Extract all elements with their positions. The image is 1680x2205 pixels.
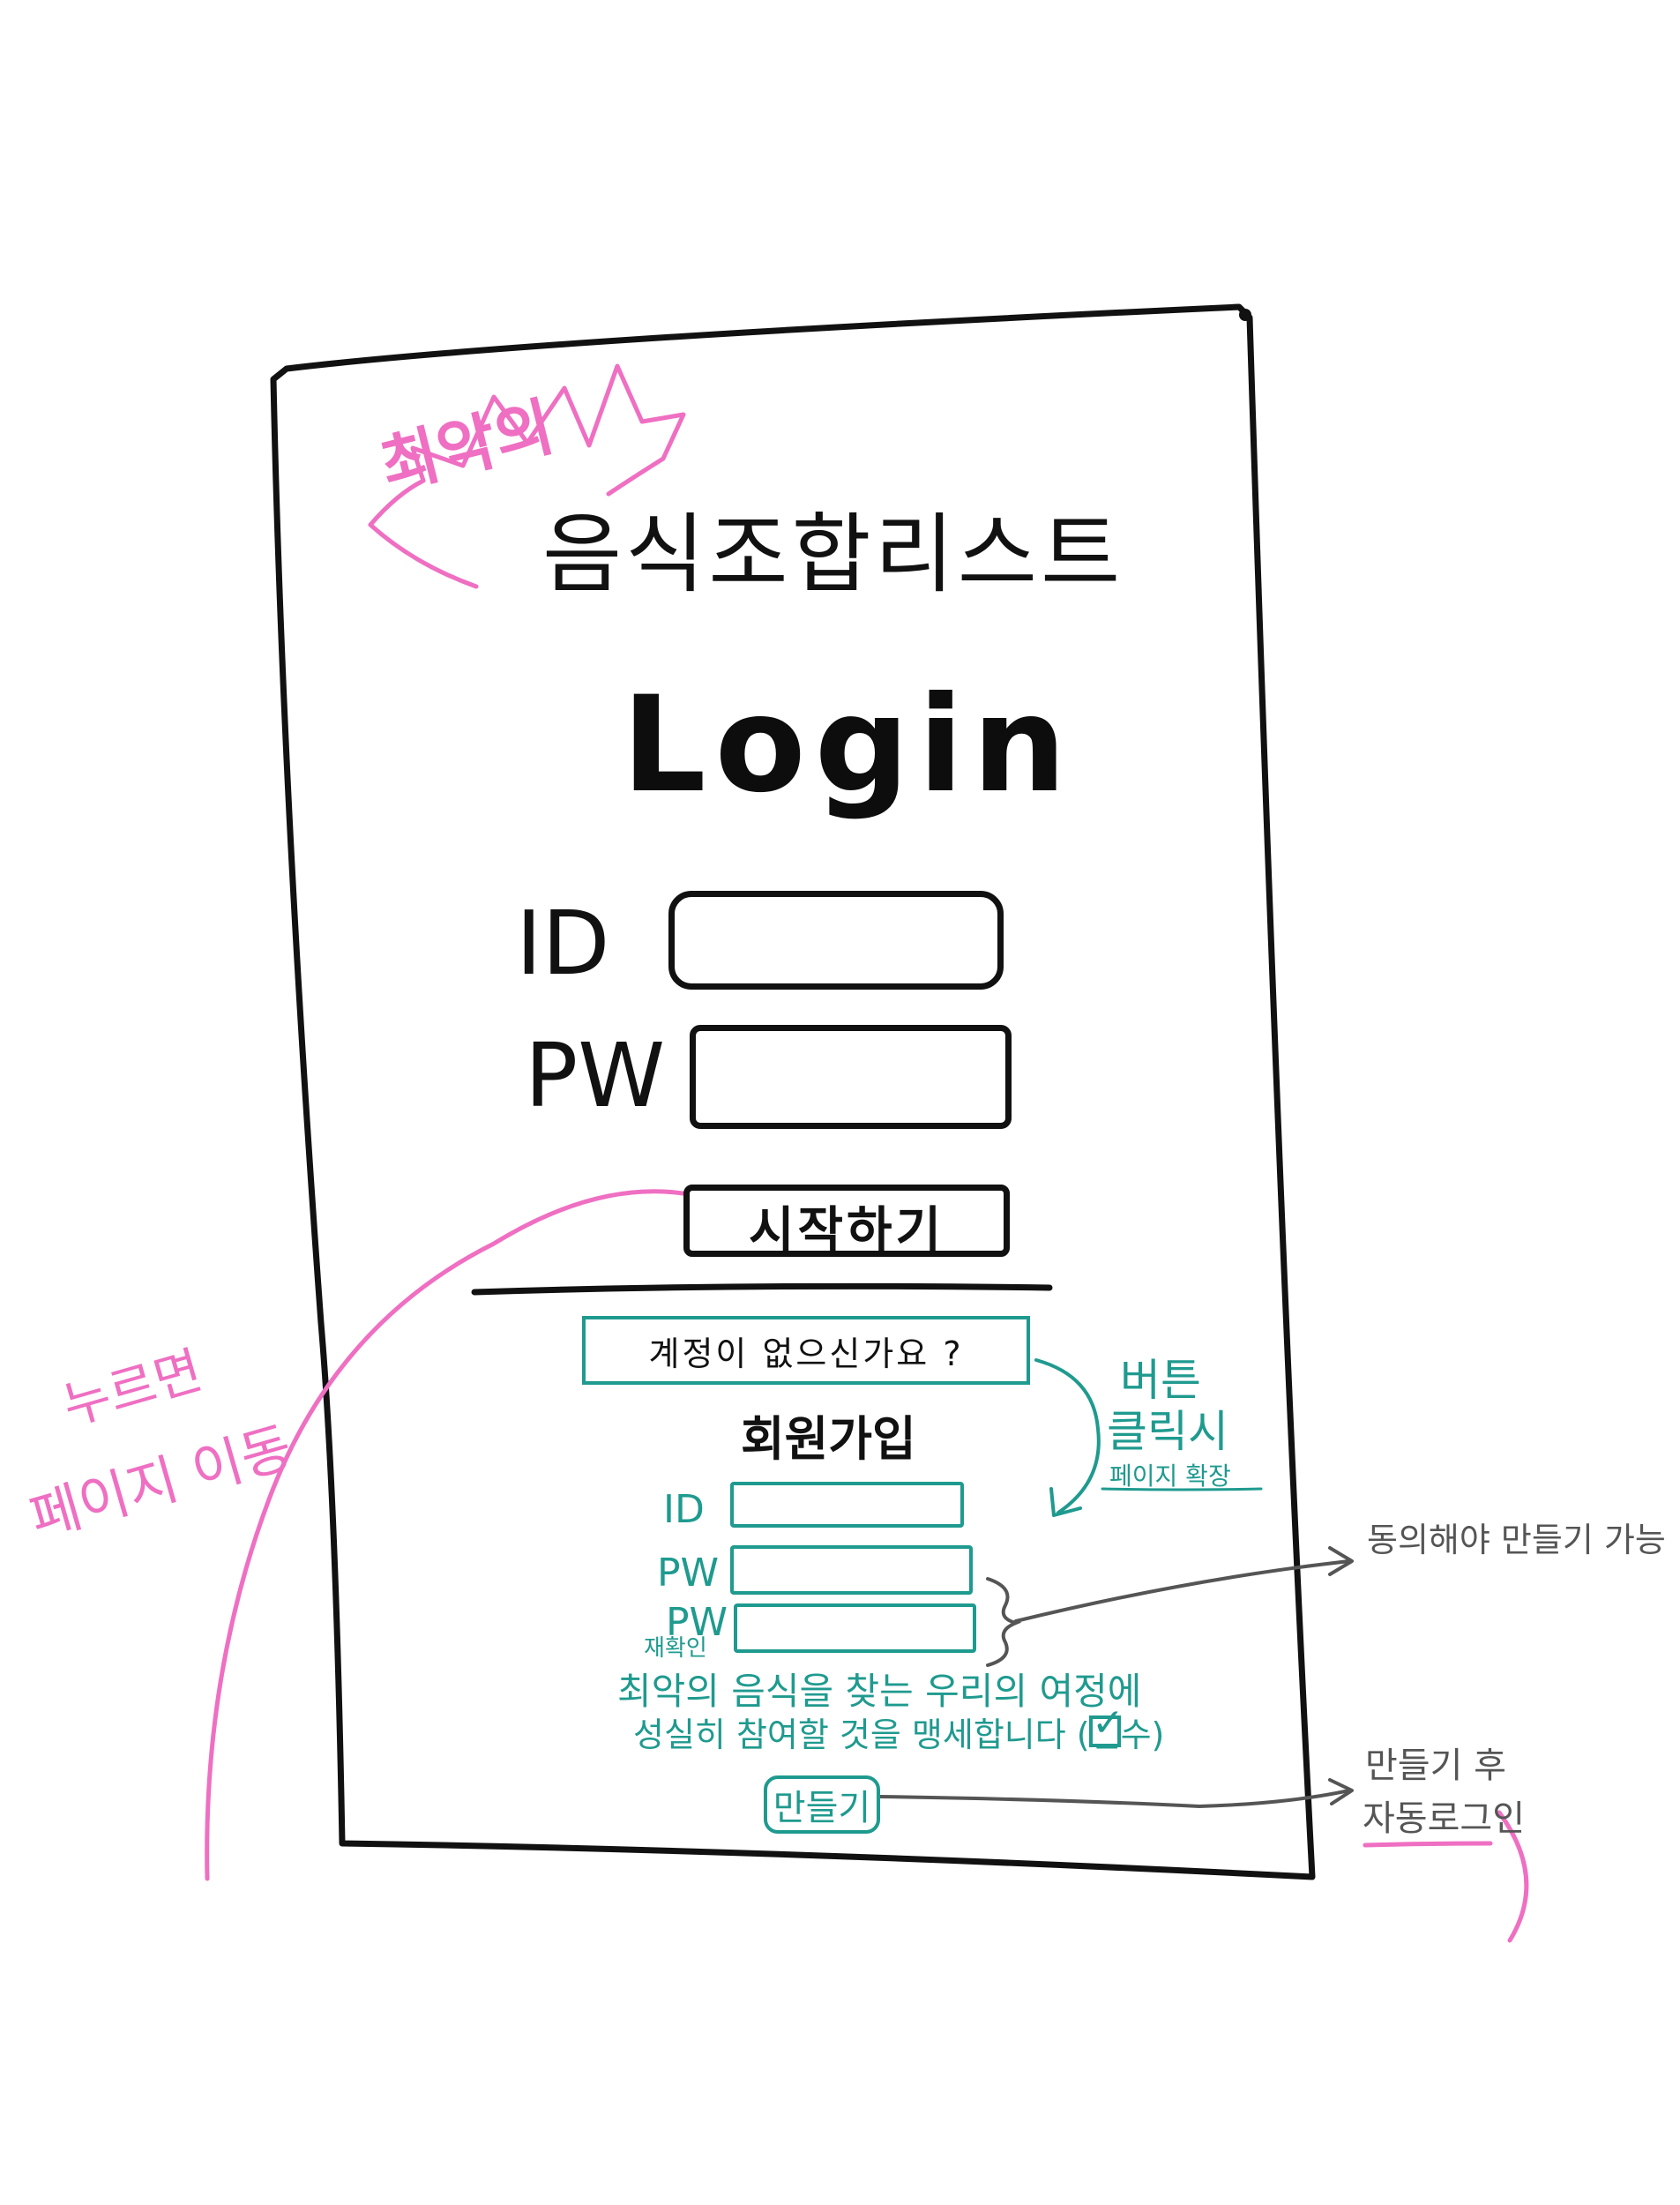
checkmark-icon: ✓ bbox=[1092, 1700, 1124, 1745]
badge-burst bbox=[368, 363, 686, 527]
pw-brace bbox=[986, 1577, 1022, 1667]
annotation-expand-line2: 클릭시 bbox=[1107, 1406, 1228, 1457]
agreement-checkbox[interactable] bbox=[1089, 1715, 1121, 1747]
signup-pw-confirm-label: PW bbox=[666, 1600, 728, 1645]
divider-line bbox=[471, 1282, 1053, 1296]
login-title: Login bbox=[622, 669, 1076, 822]
signup-pw-confirm-sublabel: 재확인 bbox=[644, 1635, 707, 1662]
frame-corner-dot bbox=[1239, 309, 1251, 321]
expand-arrow-head bbox=[1049, 1487, 1082, 1517]
pw-label: PW bbox=[525, 1024, 666, 1127]
auto-login-underline bbox=[1363, 1841, 1493, 1848]
start-annotation-arrow bbox=[205, 1189, 708, 1881]
agreement-line-2: 성실히 참여할 것을 맹세합니다 (필수) bbox=[633, 1715, 1165, 1754]
annotation-expand-line1: 버튼 bbox=[1120, 1355, 1201, 1406]
agreement-line-1: 최악의 음식을 찾는 우리의 여정에 bbox=[617, 1670, 1142, 1713]
signup-id-input[interactable] bbox=[730, 1482, 964, 1528]
badge-burst-tail bbox=[368, 522, 479, 589]
signup-pw-label: PW bbox=[657, 1551, 720, 1596]
app-title: 음식조합리스트 bbox=[542, 505, 1124, 605]
annotation-agree-note: 동의해야 만들기 가능 bbox=[1367, 1521, 1666, 1559]
pw-input[interactable] bbox=[690, 1025, 1012, 1129]
auto-login-tail bbox=[1497, 1810, 1529, 1943]
annotation-expand-line3: 페이지 확장 bbox=[1109, 1461, 1231, 1491]
start-button[interactable]: 시작하기 bbox=[683, 1185, 1010, 1259]
signup-id-label: ID bbox=[663, 1487, 705, 1532]
signup-title: 회원가입 bbox=[741, 1411, 916, 1467]
expand-note-underline bbox=[1101, 1487, 1263, 1491]
annotation-after-make-line2: 자동로그인 bbox=[1363, 1798, 1525, 1839]
make-button[interactable]: 만들기 bbox=[764, 1775, 880, 1834]
signup-pw-confirm-input[interactable] bbox=[734, 1603, 976, 1653]
id-label: ID bbox=[516, 892, 610, 995]
expand-annotation-arrow bbox=[1034, 1358, 1101, 1514]
make-note-arrow-head bbox=[1328, 1778, 1354, 1805]
page-frame bbox=[270, 303, 1316, 1880]
no-account-button[interactable]: 계정이 없으신가요 ? bbox=[582, 1316, 1030, 1385]
id-input[interactable] bbox=[668, 891, 1004, 990]
annotation-after-make-line1: 만들기 후 bbox=[1365, 1745, 1506, 1786]
agree-note-arrow bbox=[1014, 1559, 1351, 1623]
make-note-arrow bbox=[878, 1789, 1351, 1809]
signup-pw-input[interactable] bbox=[730, 1545, 973, 1595]
agree-note-arrow-head bbox=[1328, 1546, 1354, 1576]
